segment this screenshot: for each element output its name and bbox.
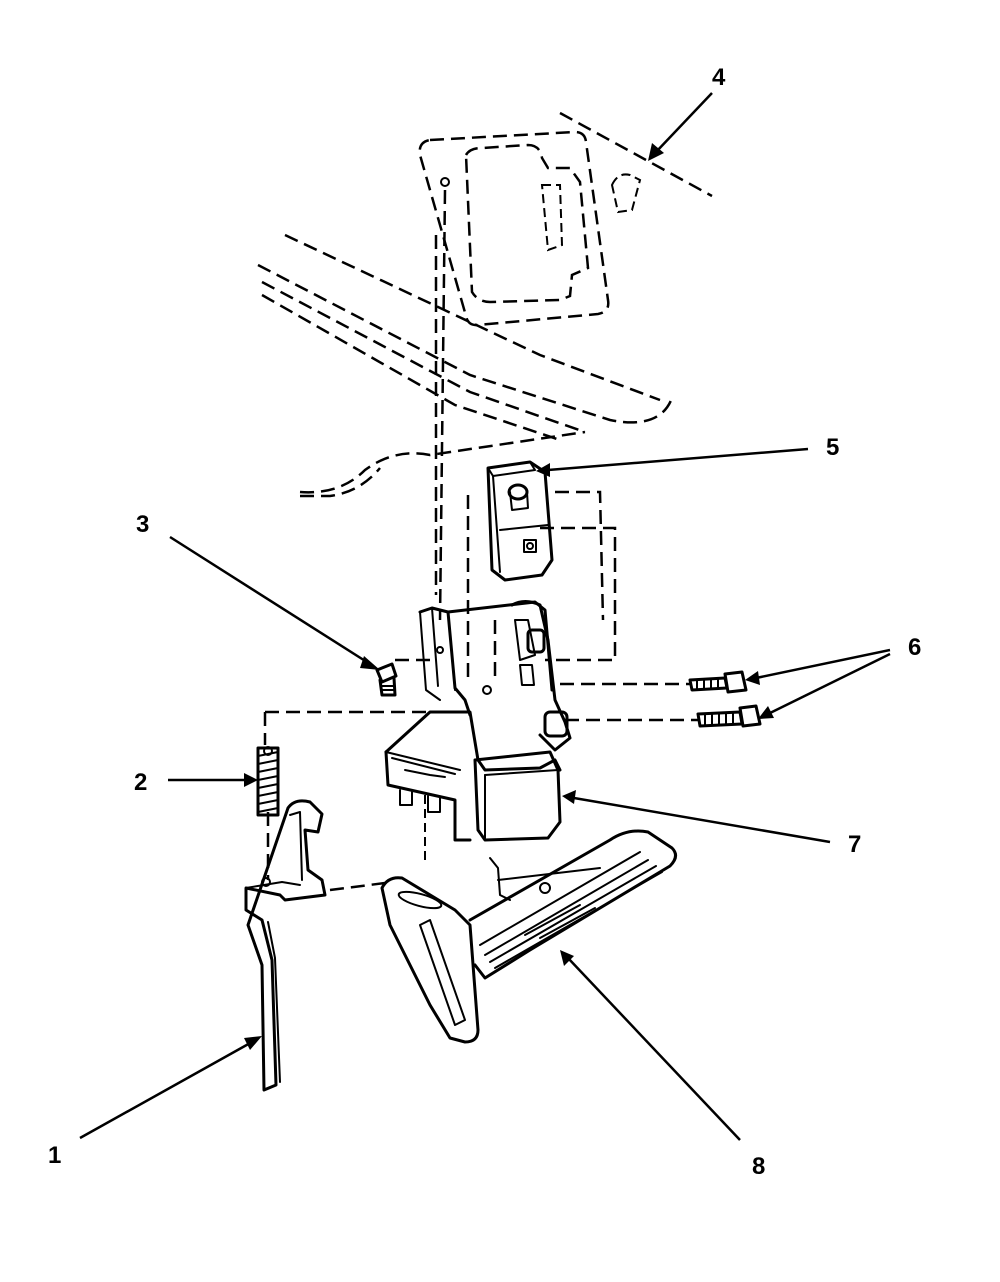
floor-panel-outline [257, 111, 713, 498]
callout-3: 3 [136, 511, 149, 538]
part-5-switch-block [486, 460, 554, 582]
callout-1: 1 [48, 1142, 61, 1169]
part-4-mounting-plate [418, 130, 642, 327]
alignment-lines [263, 189, 700, 892]
callout-6: 6 [908, 634, 921, 661]
part-1-lever-arm [244, 799, 327, 1092]
callout-4: 4 [712, 64, 726, 91]
part-8-pedal [380, 829, 677, 1044]
callout-8: 8 [752, 1153, 765, 1180]
callout-7: 7 [848, 831, 861, 858]
callout-2: 2 [134, 769, 147, 796]
callout-5: 5 [826, 434, 839, 461]
part-6-screws [688, 670, 762, 728]
callout-labels: 1 2 3 4 5 6 7 8 [48, 64, 921, 1180]
part-2-spring [256, 746, 280, 817]
part-3-bolt [375, 662, 398, 697]
part-7-bracket-housing [384, 600, 572, 842]
leader-lines [79, 92, 891, 1141]
